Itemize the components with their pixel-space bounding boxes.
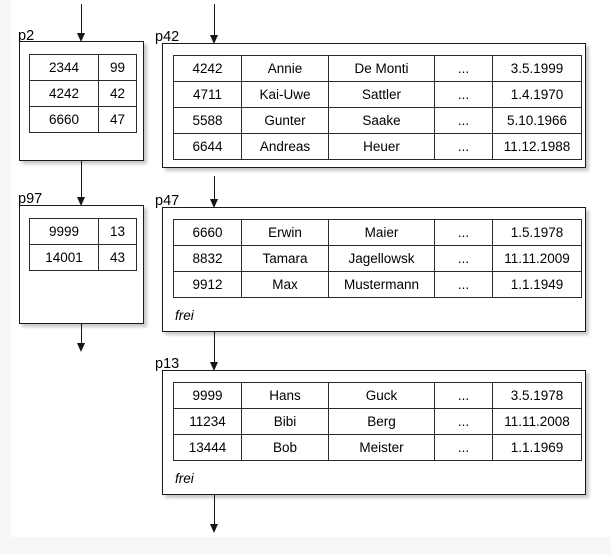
cell-date: 11.11.2009 [492, 245, 582, 272]
cell-date: 11.12.1988 [492, 133, 582, 160]
data-page-p42[interactable]: 4242 Annie De Monti ... 3.5.1999 4711 Ka… [162, 43, 586, 168]
cell-key: 9999 [29, 218, 99, 245]
cell-id: 9999 [173, 382, 242, 409]
cell-pointer: 43 [98, 244, 137, 271]
data-table-p13: 9999 Hans Guck ... 3.5.1978 11234 Bibi B… [173, 382, 582, 461]
cell-last: Maier [328, 219, 435, 246]
cell-last: Jagellowsk [328, 245, 435, 272]
table-row[interactable]: 6644 Andreas Heuer ... 11.12.1988 [173, 133, 582, 160]
cell-last: Meister [328, 434, 435, 461]
table-row[interactable]: 6660 47 [29, 106, 137, 133]
cell-last: Sattler [328, 81, 435, 108]
cell-id: 5588 [173, 107, 242, 134]
data-page-p13[interactable]: 9999 Hans Guck ... 3.5.1978 11234 Bibi B… [162, 370, 586, 495]
node-label-p13: p13 [155, 356, 180, 372]
index-page-p97[interactable]: 9999 13 14001 43 [19, 205, 144, 324]
cell-more: ... [434, 271, 493, 298]
cell-last: Berg [328, 408, 435, 435]
index-table-p97: 9999 13 14001 43 [29, 218, 137, 271]
index-table-p2: 2344 99 4242 42 6660 47 [29, 54, 137, 133]
data-table-p42: 4242 Annie De Monti ... 3.5.1999 4711 Ka… [173, 55, 582, 160]
table-row[interactable]: 5588 Gunter Saake ... 5.10.1966 [173, 107, 582, 134]
cell-first: Bob [241, 434, 329, 461]
table-row[interactable]: 2344 99 [29, 54, 137, 81]
cell-last: De Monti [328, 55, 435, 82]
cell-more: ... [434, 219, 493, 246]
cell-pointer: 47 [98, 106, 137, 133]
cell-date: 1.1.1949 [492, 271, 582, 298]
cell-more: ... [434, 133, 493, 160]
cell-date: 1.5.1978 [492, 219, 582, 246]
data-page-p47[interactable]: 6660 Erwin Maier ... 1.5.1978 8832 Tamar… [162, 207, 586, 332]
cell-more: ... [434, 81, 493, 108]
cell-key: 14001 [29, 244, 99, 271]
cell-pointer: 99 [98, 54, 137, 81]
cell-first: Erwin [241, 219, 329, 246]
free-space-label-p13: frei [175, 471, 194, 486]
table-row[interactable]: 9999 13 [29, 218, 137, 245]
free-space-label-p47: frei [175, 308, 194, 323]
cell-date: 3.5.1978 [492, 382, 582, 409]
node-label-p47: p47 [155, 193, 180, 209]
cell-first: Annie [241, 55, 329, 82]
cell-id: 6660 [173, 219, 242, 246]
cell-first: Kai-Uwe [241, 81, 329, 108]
table-row[interactable]: 4242 42 [29, 80, 137, 107]
cell-first: Tamara [241, 245, 329, 272]
cell-first: Max [241, 271, 329, 298]
node-label-p97: p97 [18, 191, 43, 207]
cell-first: Andreas [241, 133, 329, 160]
cell-last: Heuer [328, 133, 435, 160]
cell-first: Hans [241, 382, 329, 409]
cell-id: 8832 [173, 245, 242, 272]
table-row[interactable]: 9999 Hans Guck ... 3.5.1978 [173, 382, 582, 409]
cell-first: Gunter [241, 107, 329, 134]
cell-date: 5.10.1966 [492, 107, 582, 134]
table-row[interactable]: 4711 Kai-Uwe Sattler ... 1.4.1970 [173, 81, 582, 108]
node-label-p42: p42 [155, 29, 180, 45]
data-table-p47: 6660 Erwin Maier ... 1.5.1978 8832 Tamar… [173, 219, 582, 298]
table-row[interactable]: 9912 Max Mustermann ... 1.1.1949 [173, 271, 582, 298]
cell-date: 1.4.1970 [492, 81, 582, 108]
cell-more: ... [434, 408, 493, 435]
table-row[interactable]: 13444 Bob Meister ... 1.1.1969 [173, 434, 582, 461]
cell-id: 11234 [173, 408, 242, 435]
cell-last: Mustermann [328, 271, 435, 298]
cell-first: Bibi [241, 408, 329, 435]
cell-id: 13444 [173, 434, 242, 461]
cell-id: 9912 [173, 271, 242, 298]
table-row[interactable]: 8832 Tamara Jagellowsk ... 11.11.2009 [173, 245, 582, 272]
cell-key: 4242 [29, 80, 99, 107]
index-page-p2[interactable]: 2344 99 4242 42 6660 47 [19, 41, 144, 161]
cell-date: 3.5.1999 [492, 55, 582, 82]
cell-key: 6660 [29, 106, 99, 133]
cell-last: Saake [328, 107, 435, 134]
table-row[interactable]: 14001 43 [29, 244, 137, 271]
cell-id: 6644 [173, 133, 242, 160]
node-label-p2: p2 [18, 28, 35, 44]
cell-key: 2344 [29, 54, 99, 81]
cell-more: ... [434, 382, 493, 409]
cell-more: ... [434, 107, 493, 134]
table-row[interactable]: 4242 Annie De Monti ... 3.5.1999 [173, 55, 582, 82]
cell-more: ... [434, 245, 493, 272]
table-row[interactable]: 11234 Bibi Berg ... 11.11.2008 [173, 408, 582, 435]
cell-pointer: 13 [98, 218, 137, 245]
cell-id: 4711 [173, 81, 242, 108]
cell-pointer: 42 [98, 80, 137, 107]
cell-last: Guck [328, 382, 435, 409]
cell-more: ... [434, 55, 493, 82]
cell-more: ... [434, 434, 493, 461]
cell-id: 4242 [173, 55, 242, 82]
cell-date: 11.11.2008 [492, 408, 582, 435]
table-row[interactable]: 6660 Erwin Maier ... 1.5.1978 [173, 219, 582, 246]
cell-date: 1.1.1969 [492, 434, 582, 461]
